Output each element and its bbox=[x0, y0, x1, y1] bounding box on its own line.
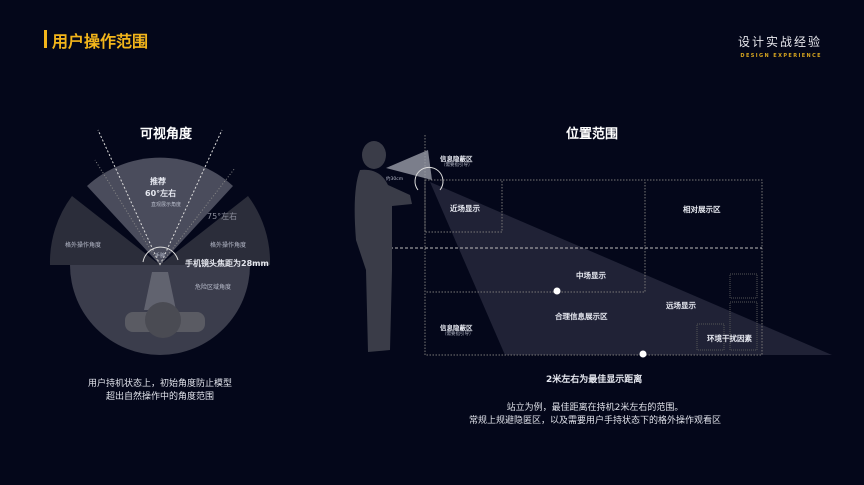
outer-right-wedge bbox=[160, 196, 271, 265]
title-accent-bar bbox=[44, 30, 47, 48]
recommend-sub: 直观展示角度 bbox=[151, 202, 182, 208]
danger-zone-label: 危险区域角度 bbox=[195, 284, 232, 291]
recommend-angle: 60°左右 bbox=[145, 189, 177, 198]
outer-left-wedge bbox=[49, 196, 160, 265]
left-caption-1: 用户持机状态上，初始角度防止模型 bbox=[87, 379, 232, 389]
view-angle-diagram bbox=[49, 129, 271, 355]
focal-length-label: 手机镜头焦距为28mm bbox=[185, 259, 269, 268]
person-silhouette bbox=[354, 141, 412, 352]
near-label: 近场显示 bbox=[450, 204, 480, 213]
reasonable-label: 合理信息展示区 bbox=[555, 312, 608, 321]
left-caption-2: 超出自然操作中的角度范围 bbox=[105, 392, 214, 402]
right-caption-1: 站立为例，最佳距离在持机2米左右的范围。 bbox=[506, 403, 684, 413]
right-caption-2: 常规上规避隐匿区，以及需要用户手持状态下的格外操作观看区 bbox=[468, 416, 721, 426]
view-beam bbox=[430, 182, 832, 355]
best-distance-label: 2米左右为最佳显示距离 bbox=[546, 375, 643, 385]
outer-right-label: 格外操作角度 bbox=[210, 242, 247, 249]
far-label: 远场显示 bbox=[666, 301, 696, 310]
wrist-label: 手腕 bbox=[155, 253, 166, 259]
hidden-top-label: 信息隐蔽区 bbox=[440, 155, 473, 163]
env-label: 环境干扰因素 bbox=[707, 334, 752, 343]
angle-75-label: 75°左右 bbox=[207, 212, 238, 221]
mid-label: 中场显示 bbox=[576, 271, 606, 280]
hidden-top-sub: （需要指引导） bbox=[441, 163, 473, 168]
brand-cn: 设计实战经验 bbox=[737, 35, 822, 49]
relative-label: 相对展示区 bbox=[683, 205, 721, 214]
position-title: 位置范围 bbox=[566, 127, 619, 142]
recommend-label: 推荐 bbox=[150, 177, 166, 186]
view-angle-title: 可视角度 bbox=[140, 127, 193, 142]
best-distance-dot bbox=[639, 350, 647, 358]
mid-distance-dot bbox=[553, 287, 561, 295]
hidden-bottom-sub: （需要指引导） bbox=[442, 332, 474, 337]
distance-30-label: 约30cm bbox=[386, 177, 404, 182]
hidden-bottom-label: 信息隐蔽区 bbox=[440, 324, 473, 332]
outer-left-label: 格外操作角度 bbox=[65, 242, 102, 249]
page-title: 用户操作范围 bbox=[52, 32, 149, 51]
position-diagram bbox=[354, 135, 832, 358]
brand-en: DESIGN EXPERIENCE bbox=[740, 53, 822, 59]
